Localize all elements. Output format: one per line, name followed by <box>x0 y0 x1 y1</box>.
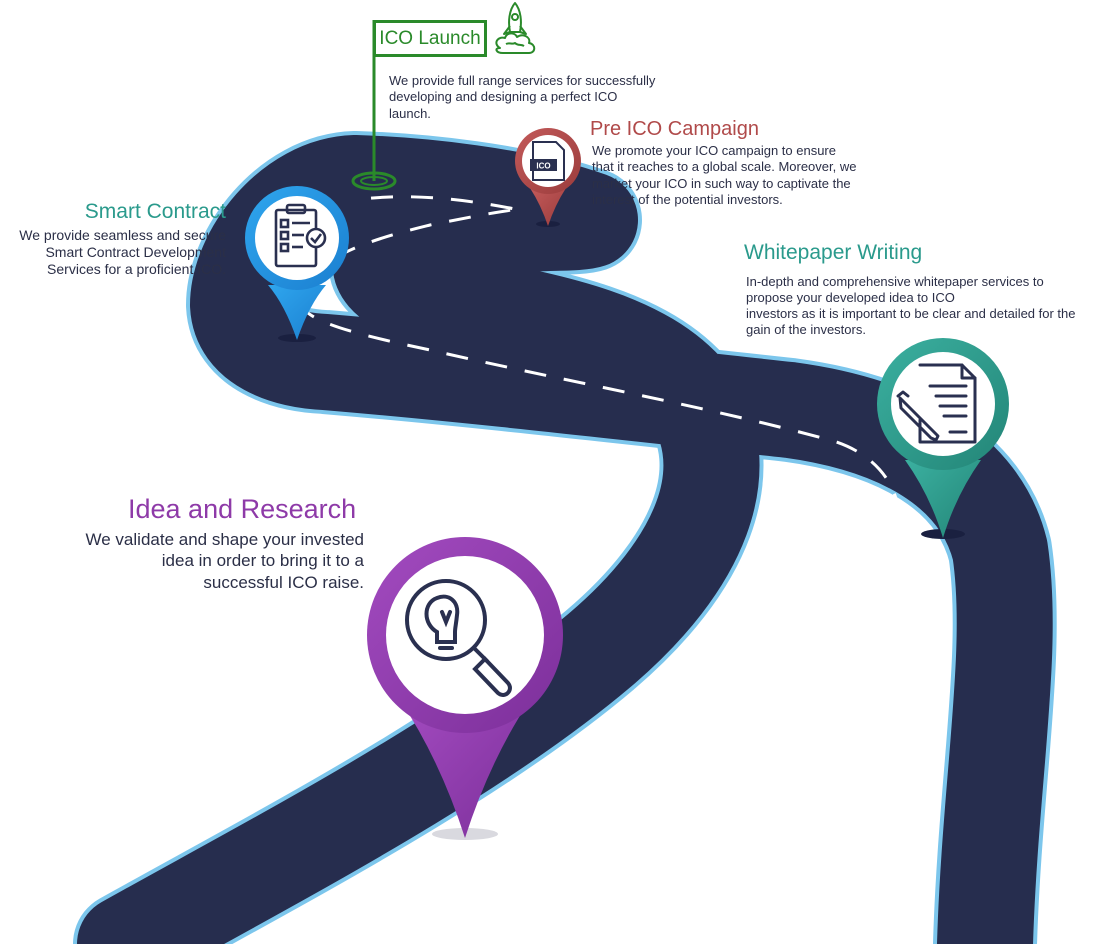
lightbulb-magnifier-icon <box>405 579 512 697</box>
ico-file-icon: ICO <box>530 141 565 181</box>
ico-launch-title: ICO Launch <box>373 20 487 57</box>
whitepaper-description: In-depth and comprehensive whitepaper se… <box>746 274 1076 338</box>
pin-pre-ico: ICO <box>515 128 581 227</box>
idea-research-title: Idea and Research <box>128 494 357 524</box>
ico-file-label: ICO <box>536 162 550 171</box>
checklist-clipboard-icon <box>274 203 327 268</box>
road-surface <box>77 135 1053 944</box>
pin-whitepaper <box>877 338 1009 539</box>
pre-ico-title: Pre ICO Campaign <box>590 118 759 140</box>
rocket-icon <box>495 2 536 54</box>
document-pen-icon <box>896 363 977 444</box>
pin-smart-contract <box>245 186 349 342</box>
ico-launch-description: We provide full range services for succe… <box>389 73 656 121</box>
smart-contract-title: Smart Contract <box>84 200 226 223</box>
road-centerline <box>298 195 902 944</box>
whitepaper-title: Whitepaper Writing <box>744 241 923 264</box>
road <box>73 131 1057 944</box>
pin-idea-research <box>367 537 563 840</box>
